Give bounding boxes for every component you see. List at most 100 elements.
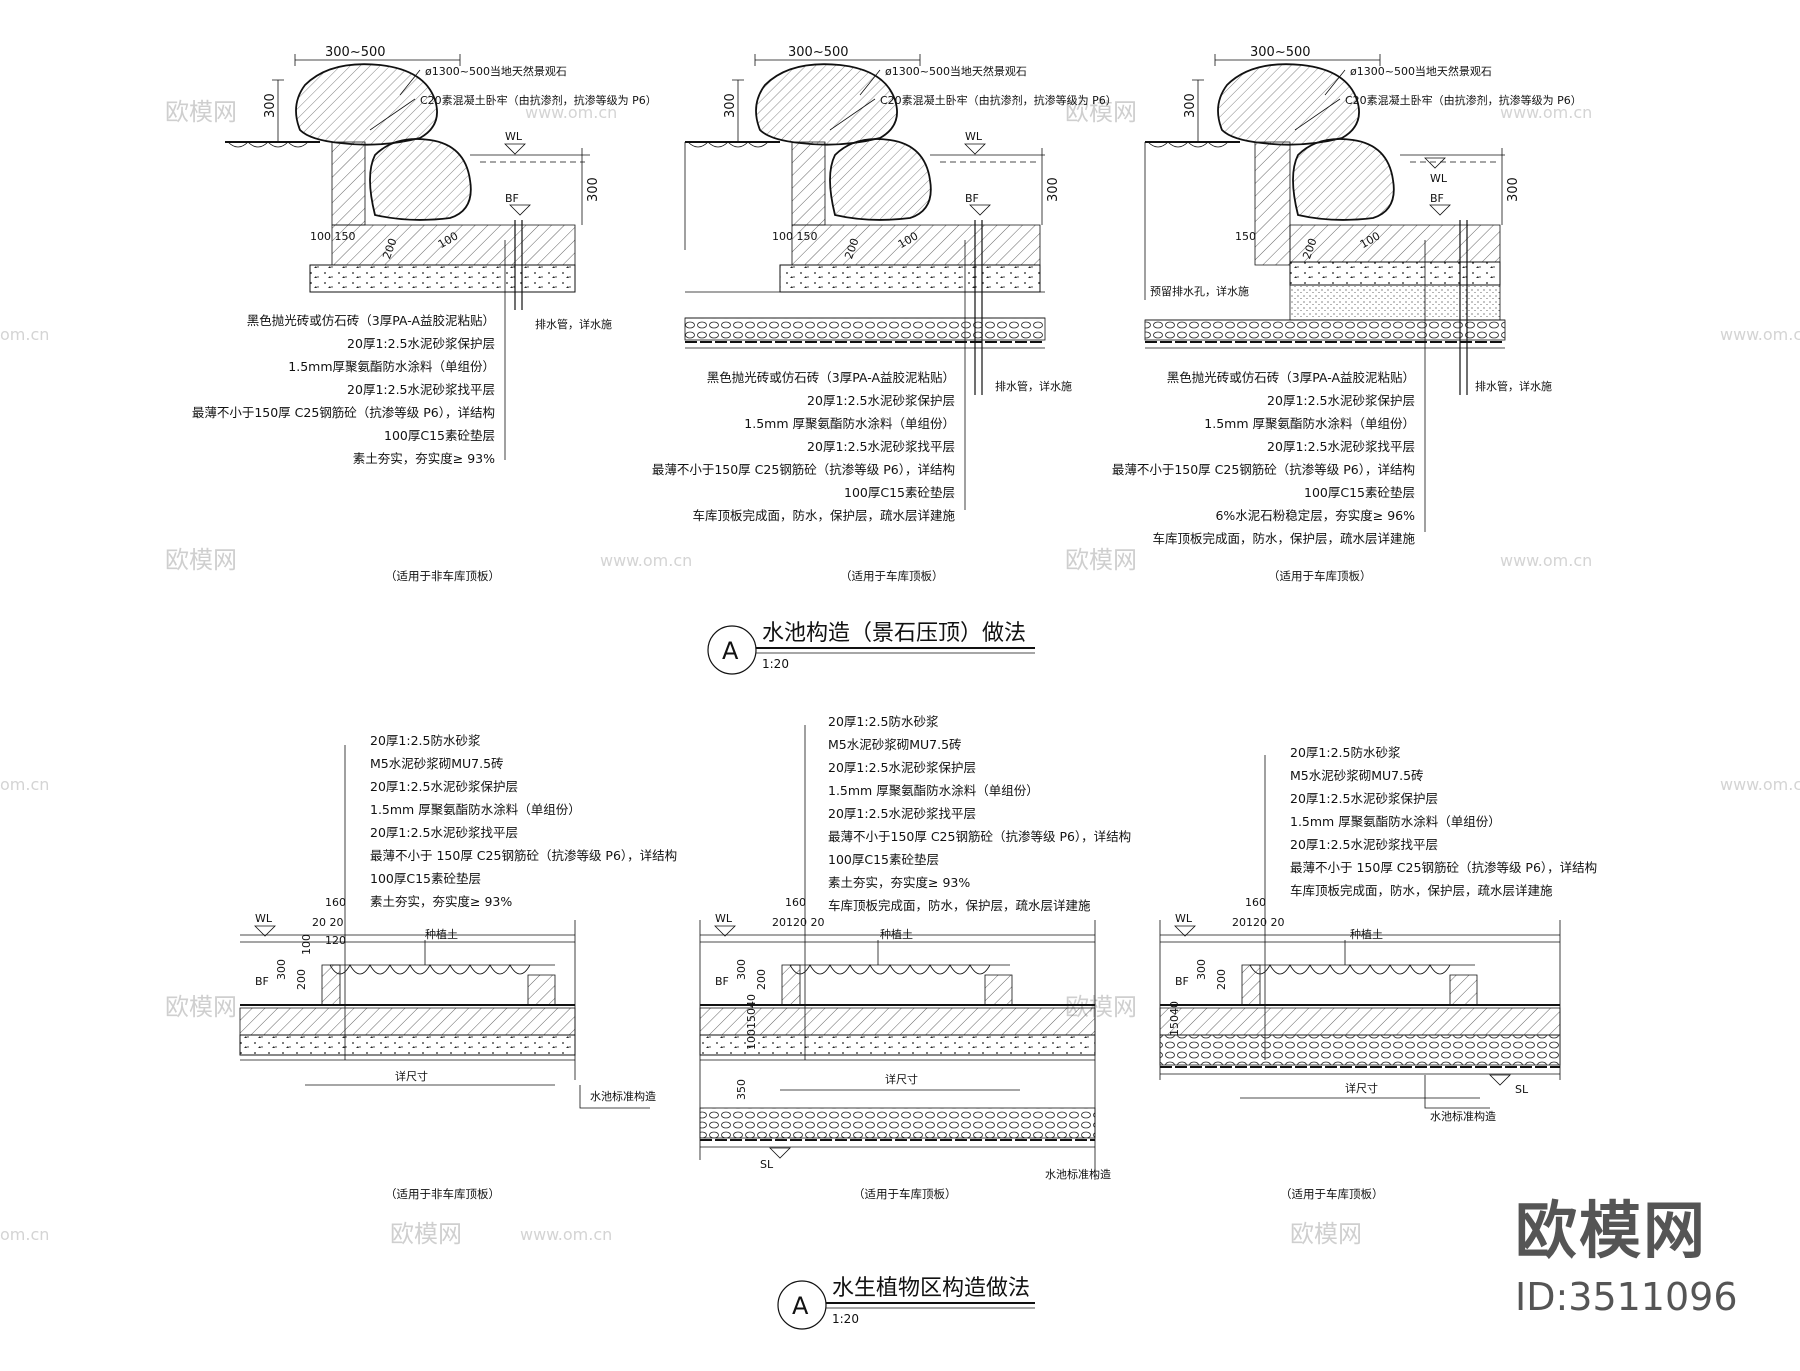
pool-std-label: 水池标准构造: [1045, 1167, 1111, 1181]
layer-label: M5水泥砂浆砌MU7.5砖: [1290, 768, 1424, 783]
watermark-site: www.om.cn: [1500, 103, 1592, 122]
layer-label: 20厚1:2.5水泥砂浆找平层: [347, 382, 495, 397]
layer-label: 20厚1:2.5水泥砂浆找平层: [807, 439, 955, 454]
dim-120: 120: [325, 934, 346, 947]
section-b-panel-2: 20厚1:2.5防水砂浆 M5水泥砂浆砌MU7.5砖 20厚1:2.5水泥砂浆保…: [699, 714, 1131, 1201]
layer-label: 100厚C15素砼垫层: [370, 871, 481, 886]
dim-100: 100: [300, 934, 313, 955]
dim-200: 200: [295, 969, 308, 990]
drain-label: 排水管，详水施: [1475, 379, 1552, 393]
watermark-brand: 欧模网: [390, 1220, 462, 1248]
dim-300: 300: [275, 959, 288, 980]
dim-height: 300: [723, 93, 738, 118]
width-label: 详尺寸: [885, 1072, 918, 1086]
panel-caption: （适用于车库顶板）: [853, 1187, 957, 1201]
layer-label: 20厚1:2.5水泥砂浆保护层: [370, 779, 518, 794]
drain-label: 排水管，详水施: [995, 379, 1072, 393]
layer-label: 最薄不小于 150厚 C25钢筋砼（抗渗等级 P6），详结构: [1290, 860, 1597, 875]
section-a-mark: A: [722, 637, 739, 665]
dim-300: 300: [1195, 959, 1208, 980]
section-a-title-block: A 水池构造（景石压顶）做法 1:20: [707, 621, 1035, 675]
watermark-brand: 欧模网: [1065, 98, 1137, 126]
dim-depth: 300: [1046, 177, 1061, 202]
layer-label: 100厚C15素砼垫层: [384, 428, 495, 443]
watermark-brand: 欧模网: [165, 98, 237, 126]
section-b-mark: A: [792, 1292, 809, 1320]
layer-label: 黑色抛光砖或仿石砖（3厚PA-A益胶泥粘贴）: [707, 370, 955, 385]
panel-caption: （适用于车库顶板）: [1268, 569, 1372, 583]
layer-label: 车库顶板完成面，防水，保护层，疏水层详建施: [1152, 531, 1415, 546]
wl-label: WL: [965, 130, 983, 143]
soil-label: 种植土: [425, 927, 458, 941]
wl-label: WL: [255, 912, 273, 925]
dim-100-150: 100 150: [772, 230, 818, 243]
section-a-panel-1: 300~500 300 WL 300 BF 排水管，详水施 100 150 20…: [192, 45, 657, 583]
layer-label: 20厚1:2.5防水砂浆: [370, 733, 481, 748]
bf-label: BF: [715, 975, 729, 988]
section-b-title: 水生植物区构造做法: [832, 1276, 1030, 1301]
bf-label: BF: [965, 192, 979, 205]
layer-label: 20厚1:2.5水泥砂浆保护层: [1267, 393, 1415, 408]
watermark-site: www.om.cn: [1720, 775, 1800, 794]
wl-label: WL: [1175, 912, 1193, 925]
watermark-site: www.om.cn: [1500, 551, 1592, 570]
dim-160: 160: [785, 896, 806, 909]
section-b-scale: 1:20: [832, 1312, 859, 1326]
layer-label: 1.5mm 厚聚氨酯防水涂料（单组份）: [370, 802, 581, 817]
dim-20-20: 20 20: [312, 916, 344, 929]
concrete-label: C20素混凝土卧牢（由抗渗剂，抗渗等级为 P6）: [420, 93, 657, 107]
layer-label: 1.5mm 厚聚氨酯防水涂料（单组份）: [828, 783, 1039, 798]
layer-label: 素土夯实，夯实度≥ 93%: [828, 875, 970, 890]
dim-20-120-20: 20120 20: [772, 916, 825, 929]
dim-160: 160: [1245, 896, 1266, 909]
soil-label: 种植土: [1350, 927, 1383, 941]
section-b-panel-3: 20厚1:2.5防水砂浆 M5水泥砂浆砌MU7.5砖 20厚1:2.5水泥砂浆保…: [1159, 745, 1597, 1201]
layer-label: M5水泥砂浆砌MU7.5砖: [828, 737, 962, 752]
layer-label: 最薄不小于150厚 C25钢筋砼（抗渗等级 P6），详结构: [192, 405, 495, 420]
watermark-site: www.om.cn: [1720, 325, 1800, 344]
layer-label: 20厚1:2.5水泥砂浆找平层: [1267, 439, 1415, 454]
dim-20-120-20: 20120 20: [1232, 916, 1285, 929]
layer-label: 20厚1:2.5水泥砂浆找平层: [370, 825, 518, 840]
layer-label: 最薄不小于 150厚 C25钢筋砼（抗渗等级 P6），详结构: [370, 848, 677, 863]
watermark-brand: 欧模网: [165, 546, 237, 574]
panel-caption: （适用于车库顶板）: [1280, 1187, 1384, 1201]
layer-label: 20厚1:2.5防水砂浆: [828, 714, 939, 729]
drain-label: 排水管，详水施: [535, 317, 612, 331]
dim-width: 300~500: [1250, 45, 1311, 60]
stone-label: ø1300~500当地天然景观石: [1350, 64, 1492, 78]
bf-label: BF: [505, 192, 519, 205]
layer-label: 1.5mm 厚聚氨酯防水涂料（单组份）: [1290, 814, 1501, 829]
watermark-fragment: om.cn: [0, 1225, 49, 1244]
layer-label: 最薄不小于150厚 C25钢筋砼（抗渗等级 P6），详结构: [652, 462, 955, 477]
brand-stamp: 欧模网 ID:3511096: [1515, 1194, 1738, 1319]
dim-width: 300~500: [788, 45, 849, 60]
layer-label: 最薄不小于150厚 C25钢筋砼（抗渗等级 P6），详结构: [1112, 462, 1415, 477]
brand-logo-text: 欧模网: [1515, 1194, 1707, 1267]
sl-label: SL: [1515, 1083, 1529, 1096]
section-a-panel-2: 300~500 300 WL 300 BF 排水管，详水施 100 150 20…: [652, 45, 1117, 583]
layer-label: 100厚C15素砼垫层: [828, 852, 939, 867]
layer-label: 20厚1:2.5水泥砂浆找平层: [1290, 837, 1438, 852]
section-a-scale: 1:20: [762, 657, 789, 671]
layer-label: 车库顶板完成面，防水，保护层，疏水层详建施: [1290, 883, 1553, 898]
layer-label: 车库顶板完成面，防水，保护层，疏水层详建施: [828, 898, 1091, 913]
section-a-panel-3: 300~500 300 WL 300 BF 排水管，详水施 150 200 10…: [1112, 45, 1582, 583]
dim-depth: 300: [586, 177, 601, 202]
pool-std-label: 水池标准构造: [590, 1089, 656, 1103]
dim-200: 200: [1215, 969, 1228, 990]
watermark-layer: 欧模网 www.om.cn 欧模网 www.om.cn om.cn www.om…: [0, 98, 1800, 1248]
wl-label: WL: [715, 912, 733, 925]
layer-label: 黑色抛光砖或仿石砖（3厚PA-A益胶泥粘贴）: [247, 313, 495, 328]
watermark-fragment: om.cn: [0, 775, 49, 794]
layer-label: 1.5mm 厚聚氨酯防水涂料（单组份）: [1204, 416, 1415, 431]
watermark-site: www.om.cn: [520, 1225, 612, 1244]
brand-id: ID:3511096: [1515, 1275, 1738, 1319]
layer-label: 20厚1:2.5水泥砂浆保护层: [347, 336, 495, 351]
bf-label: BF: [255, 975, 269, 988]
dim-200: 200: [755, 969, 768, 990]
layer-label: 100厚C15素砼垫层: [844, 485, 955, 500]
wl-label: WL: [505, 130, 523, 143]
layer-label: 素土夯实，夯实度≥ 93%: [370, 894, 512, 909]
